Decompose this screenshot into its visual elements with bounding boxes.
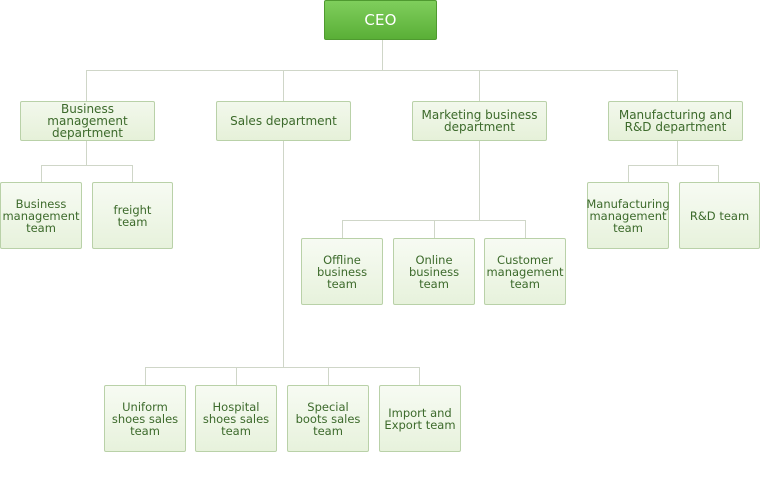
team-offline-business: Offline business team (301, 238, 383, 305)
ceo-node: CEO (324, 0, 437, 40)
connector-bm-team-2 (132, 165, 133, 182)
team-freight: freight team (92, 182, 173, 249)
team-label: Manufacturing management team (586, 196, 670, 235)
connector-sales-bus (145, 367, 420, 368)
connector-sales-team-3 (328, 367, 329, 385)
connector-bm-team-1 (41, 165, 42, 182)
connector-sales-team-2 (236, 367, 237, 385)
connector-manufacturing-team-2 (718, 165, 719, 182)
ceo-label: CEO (364, 11, 397, 29)
team-hospital-shoes-sales: Hospital shoes sales team (195, 385, 277, 452)
team-label: Business management team (2, 196, 80, 235)
connector-dept-bus (86, 70, 678, 71)
connector-dept-marketing (479, 70, 480, 101)
connector-manufacturing-team-1 (628, 165, 629, 182)
team-label: freight team (113, 202, 152, 229)
dept-label: Sales department (230, 114, 337, 128)
connector-marketing-team-3 (525, 220, 526, 238)
connector-dept-sales (283, 70, 284, 101)
team-manufacturing-management: Manufacturing management team (586, 182, 670, 249)
connector-sales-stem (283, 140, 284, 368)
connector-marketing-team-2 (434, 220, 435, 238)
connector-bm-stem (86, 140, 87, 165)
team-label: Online business team (408, 252, 460, 291)
dept-sales: Sales department (216, 101, 351, 141)
dept-label: Business management department (47, 102, 128, 140)
connector-marketing-team-1 (342, 220, 343, 238)
dept-business-management: Business management department (20, 101, 155, 141)
connector-manufacturing-bus (628, 165, 719, 166)
dept-manufacturing-rd: Manufacturing and R&D department (608, 101, 743, 141)
dept-label: Manufacturing and R&D department (618, 108, 733, 134)
team-special-boots-sales: Special boots sales team (287, 385, 369, 452)
team-import-export: Import and Export team (379, 385, 461, 452)
connector-sales-team-4 (419, 367, 420, 385)
connector-dept-business-management (86, 70, 87, 101)
connector-manufacturing-stem (677, 140, 678, 165)
team-customer-management: Customer management team (484, 238, 566, 305)
dept-label: Marketing business department (421, 108, 538, 134)
dept-marketing-business: Marketing business department (412, 101, 547, 141)
connector-sales-team-1 (145, 367, 146, 385)
connector-marketing-stem (479, 140, 480, 221)
team-label: Uniform shoes sales team (111, 399, 179, 438)
team-label: Special boots sales team (295, 399, 361, 438)
team-label: Hospital shoes sales team (202, 399, 270, 438)
team-label: R&D team (689, 208, 750, 223)
connector-ceo-stem (382, 39, 383, 70)
team-business-management: Business management team (0, 182, 82, 249)
connector-bm-bus (41, 165, 133, 166)
team-label: Import and Export team (384, 405, 456, 432)
team-label: Offline business team (316, 252, 368, 291)
team-label: Customer management team (486, 252, 564, 291)
connector-dept-manufacturing (677, 70, 678, 101)
team-uniform-shoes-sales: Uniform shoes sales team (104, 385, 186, 452)
team-rd: R&D team (679, 182, 760, 249)
team-online-business: Online business team (393, 238, 475, 305)
